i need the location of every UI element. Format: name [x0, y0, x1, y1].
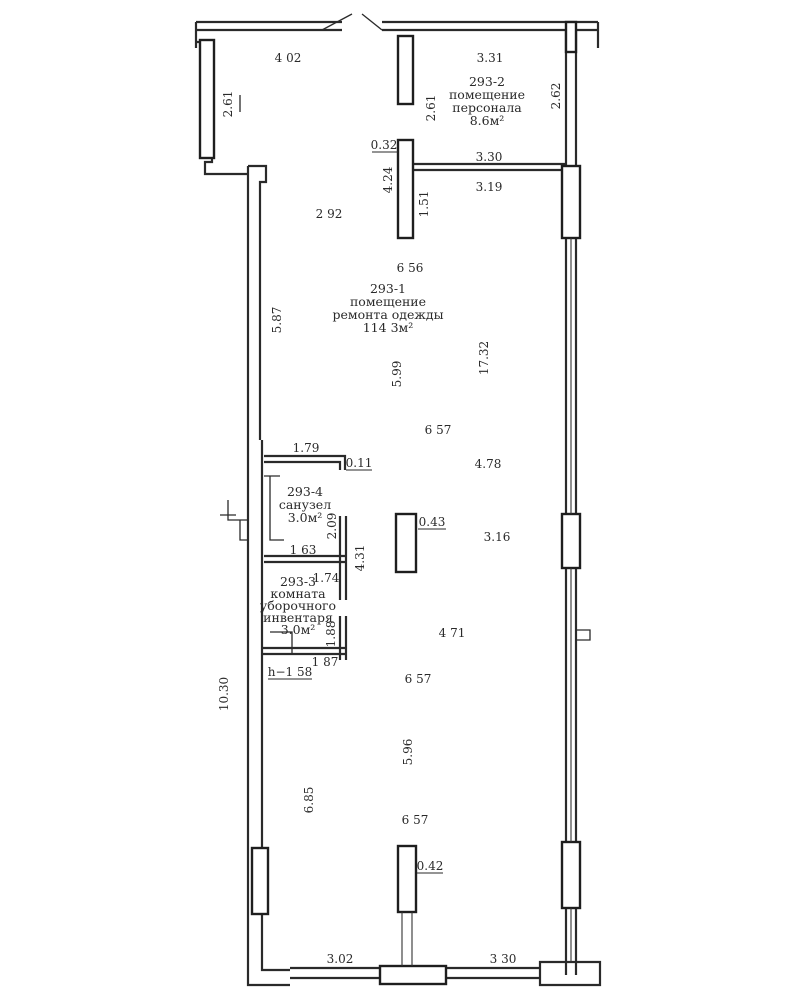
top-left-wall	[194, 20, 342, 48]
storage-door	[270, 631, 293, 654]
dimension-labels: 4 02 3.31 0.32 3.30 3.19 2 92 6 56 6 57 …	[217, 51, 563, 966]
column-top	[396, 34, 415, 106]
dim-3-31: 3.31	[477, 51, 504, 65]
room-293-3-id: 293-3	[280, 574, 316, 589]
dim-6-56: 6 56	[397, 261, 424, 275]
pier-right-3	[560, 840, 582, 910]
dim-3-30-top: 3.30	[476, 150, 503, 164]
dim-4-02: 4 02	[275, 51, 302, 65]
dim-2-62: 2.62	[549, 83, 563, 110]
left-inner-wall	[260, 440, 290, 972]
dim-10-30: 10.30	[217, 677, 231, 711]
dim-3-30-bottom: 3 30	[490, 952, 517, 966]
room-293-2-area: 8.6м²	[470, 113, 505, 128]
wc-top-partition	[264, 454, 347, 470]
room-293-4-area: 3.0м²	[288, 510, 323, 525]
left-main-wall-upper	[248, 164, 268, 440]
dim-4-31: 4.31	[353, 545, 367, 572]
column-middle	[394, 512, 418, 574]
dim-1-74: 1.74	[313, 571, 340, 585]
room-293-4-id: 293-4	[287, 484, 323, 499]
room-293-2-name-1: помещение	[449, 87, 525, 102]
pier-top-left	[198, 38, 216, 160]
left-notch	[220, 500, 248, 541]
room-293-1-name-2: ремонта одежды	[332, 307, 443, 322]
wc-right-partition	[338, 516, 348, 600]
storage-bottom-partition	[262, 646, 345, 656]
room-293-1-name-1: помещение	[350, 294, 426, 309]
room-293-3-name-1: комната	[270, 586, 326, 601]
room-labels: 293-2 помещение персонала 8.6м² 293-1 по…	[260, 74, 525, 637]
room-293-1-id: 293-1	[370, 281, 406, 296]
dim-3-16: 3.16	[484, 530, 511, 544]
room-293-4-name: санузел	[279, 497, 331, 512]
dim-3-02: 3.02	[327, 952, 354, 966]
h-1-58: h−1 58	[268, 665, 313, 679]
dim-1-88: 1.88	[324, 621, 338, 648]
dim-1-51: 1.51	[417, 191, 431, 218]
room-293-3-name-2: уборочного	[260, 598, 336, 613]
pier-bottom	[378, 964, 448, 986]
dim-0-11: 0.11	[346, 456, 373, 470]
dim-2-61-right: 2.61	[424, 95, 438, 122]
dim-2-92: 2 92	[316, 207, 343, 221]
column-bottom	[396, 844, 418, 914]
door-leaf-left	[321, 13, 353, 31]
windows	[401, 238, 572, 966]
bottom-window-jamb	[401, 912, 413, 966]
dim-5-96: 5.96	[401, 739, 415, 766]
storage-right-partition	[338, 616, 348, 660]
pier-left-bottom	[250, 846, 270, 916]
staff-room-partition	[410, 162, 566, 172]
room-293-1-area: 114 3м²	[363, 320, 414, 335]
dim-1-79: 1.79	[293, 441, 320, 455]
dim-6-57-c: 6 57	[402, 813, 429, 827]
dim-6-57-a: 6 57	[425, 423, 452, 437]
dim-5-87: 5.87	[270, 307, 284, 334]
column-upper	[396, 138, 415, 240]
dim-6-57-b: 6 57	[405, 672, 432, 686]
dim-2-09: 2.09	[325, 513, 339, 540]
bottom-right-block	[538, 960, 602, 987]
walls	[194, 13, 602, 987]
dim-4-78: 4.78	[475, 457, 502, 471]
dim-5-99: 5.99	[390, 361, 404, 388]
dim-1-63: 1 63	[290, 543, 317, 557]
room-293-3-area: 3.0м²	[281, 622, 316, 637]
door-leaf-right	[361, 13, 383, 31]
wc-bottom-partition	[264, 554, 345, 564]
dim-0-43: 0.43	[419, 515, 446, 529]
dim-6-85: 6.85	[302, 787, 316, 814]
room-293-2-name-2: персонала	[452, 100, 522, 115]
dim-1-87: 1 87	[312, 655, 339, 669]
pier-right-1	[560, 164, 582, 240]
dim-0-32: 0.32	[371, 138, 398, 152]
left-bottom-wall	[246, 870, 290, 987]
room-293-2-id: 293-2	[469, 74, 505, 89]
dim-4-71: 4 71	[439, 626, 466, 640]
top-right-wall	[382, 20, 600, 48]
dim-4-24: 4.24	[381, 166, 395, 193]
dim-0-42: 0.42	[417, 859, 444, 873]
pier-right-2	[560, 512, 582, 570]
right-notch	[576, 629, 591, 641]
wc-door	[264, 475, 284, 541]
dim-2-61-left: 2.61	[221, 91, 235, 118]
dim-17-32: 17.32	[477, 341, 491, 375]
pier-top-right	[564, 20, 578, 54]
dim-3-19: 3.19	[476, 180, 503, 194]
room-293-3-name-3: инвентаря	[263, 610, 333, 625]
columns	[198, 20, 582, 986]
